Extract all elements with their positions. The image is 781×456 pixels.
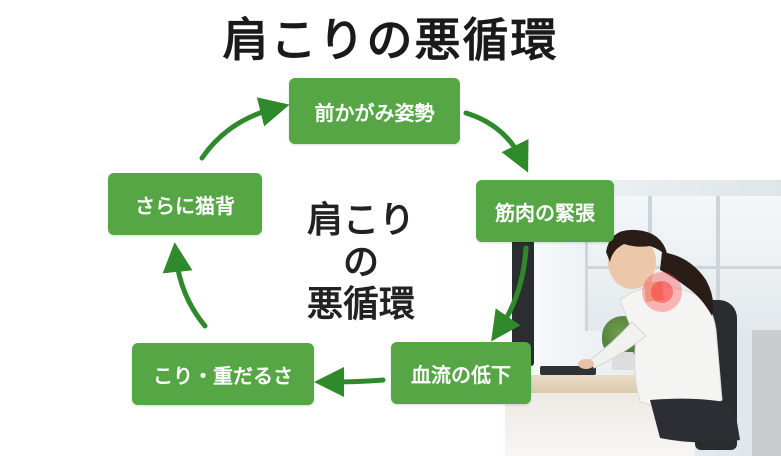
node-muscle-tension: 筋肉の緊張 xyxy=(476,180,614,242)
arrow-posture-to-tension xyxy=(463,110,529,173)
arrow-stiffness-to-hunch xyxy=(162,242,208,329)
arrow-blood-to-stiffness xyxy=(314,366,386,397)
plant-pot xyxy=(612,352,634,370)
node-forward-posture: 前かがみ姿勢 xyxy=(289,78,460,144)
arrow-hunch-to-posture xyxy=(199,97,290,161)
node-more-hunched: さらに猫背 xyxy=(108,173,262,235)
node-stiffness-heaviness: こり・重だるさ xyxy=(132,343,314,405)
arrow-tension-to-blood xyxy=(491,245,529,342)
node-blood-flow-decline: 血流の低下 xyxy=(391,342,531,404)
center-label: 肩こりの 悪循環 xyxy=(296,200,426,326)
keyboard-image xyxy=(540,366,596,375)
office-shelf xyxy=(752,330,781,456)
center-label-line1: 肩こりの xyxy=(306,200,415,283)
center-label-line2: 悪循環 xyxy=(306,284,415,325)
page-title: 肩こりの悪循環 xyxy=(222,13,559,67)
